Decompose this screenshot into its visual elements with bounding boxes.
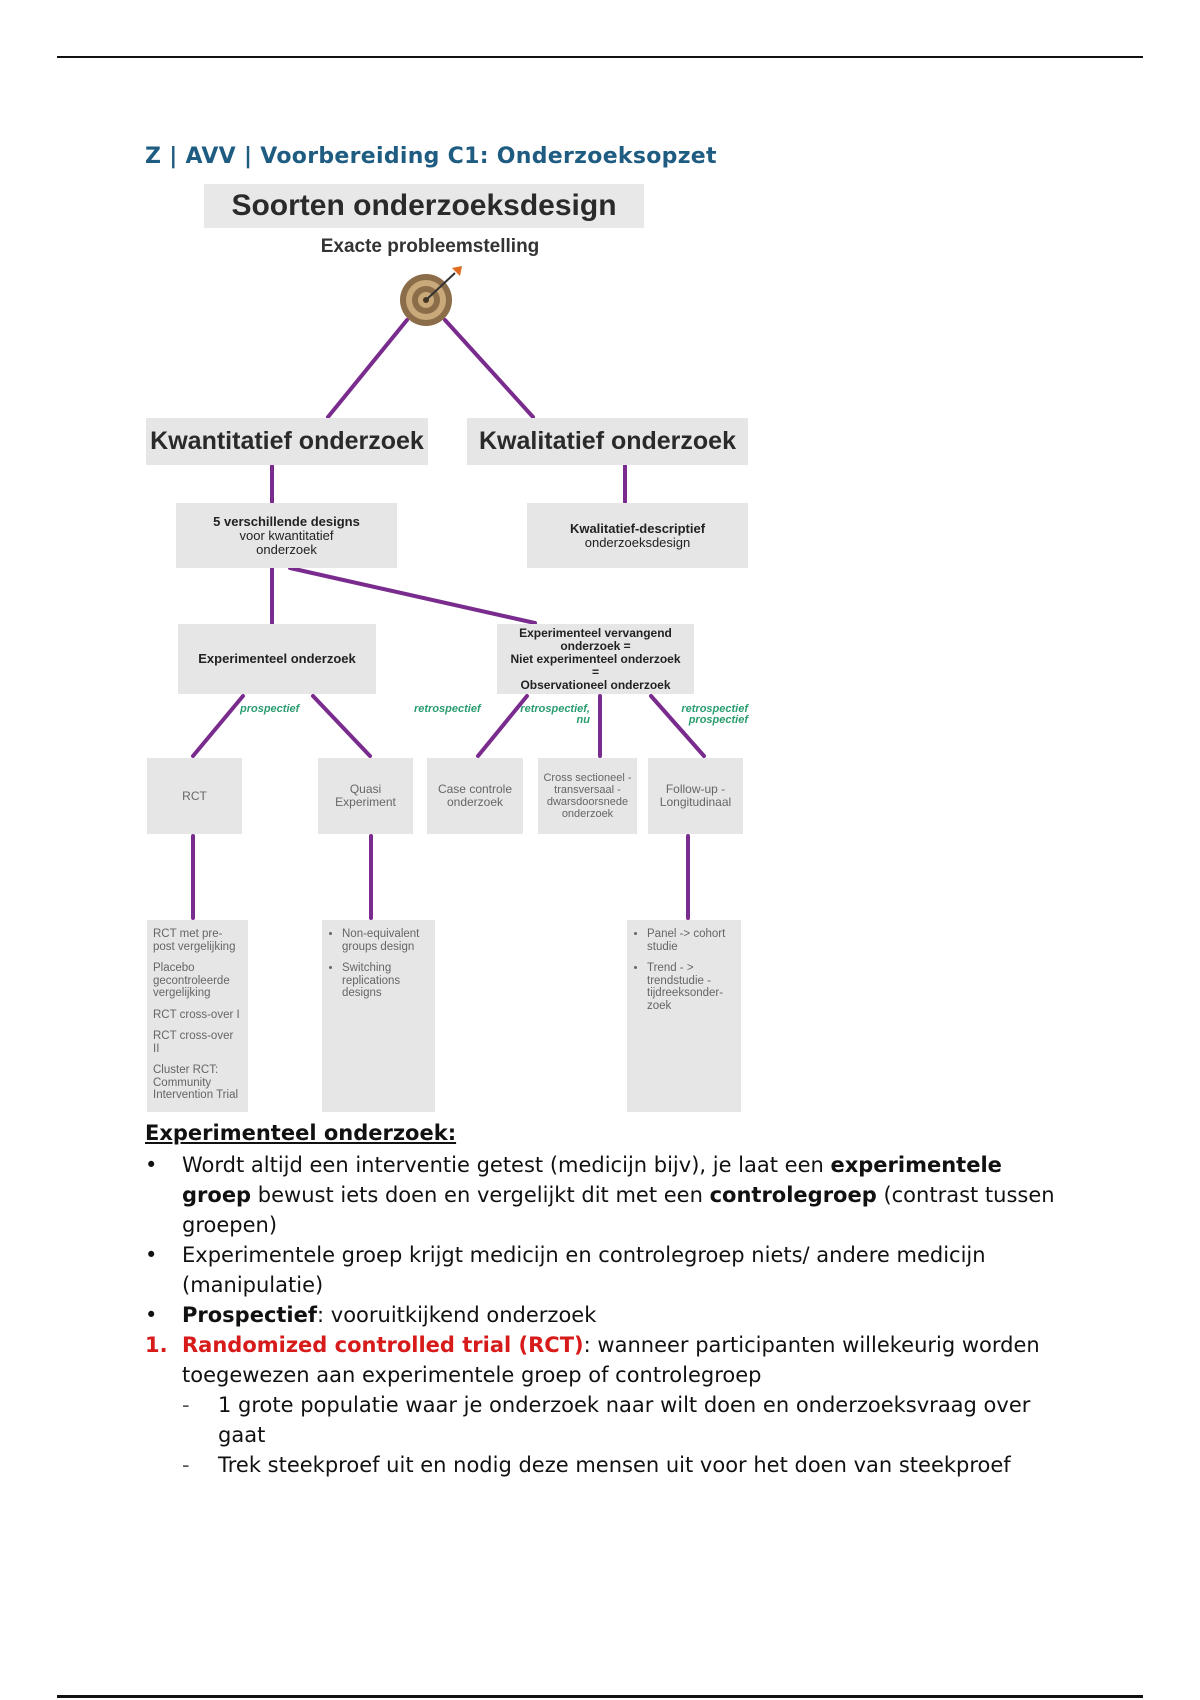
qual-design-rest: onderzoeksdesign xyxy=(584,534,691,550)
d2-text: Trek steekproef uit en nodig deze mensen… xyxy=(218,1453,1011,1477)
tag-retro-pro-1: retrospectief xyxy=(681,703,748,715)
follow-up-variant: Trend - > trendstudie - tijdreeksonder-z… xyxy=(647,962,735,1012)
rct-variant: Cluster RCT: Community Intervention Tria… xyxy=(153,1064,239,1101)
b1-post: (contrast tussen groepen) xyxy=(182,1183,1055,1237)
quasi-variant: Non-equivalent groups design xyxy=(342,928,429,953)
rct-box: RCT xyxy=(147,758,242,834)
d1-text: 1 grote populatie waar je onderzoek naar… xyxy=(218,1393,1031,1447)
tag-retrospectief-prospectief: retrospectief prospectief xyxy=(674,704,748,726)
b2-text: Experimentele groep krijgt medicijn en c… xyxy=(182,1243,986,1297)
qual-design-bold: Kwalitatief-descriptief xyxy=(569,520,706,536)
rct-variant: RCT cross-over I xyxy=(153,1008,240,1021)
section-heading: Experimenteel onderzoek: xyxy=(145,1121,457,1145)
quant-box: Kwantitatief onderzoek xyxy=(146,418,428,465)
dash-mark: - xyxy=(182,1453,190,1477)
number-mark: 1. xyxy=(145,1333,168,1357)
header-rule xyxy=(57,56,1143,58)
tag-retrospectief-nu: retrospectief, nu xyxy=(518,704,590,726)
tag-prospectief: prospectief xyxy=(240,703,300,715)
b1-pre: Wordt altijd een interventie getest (med… xyxy=(182,1153,831,1177)
experimental-label: Experimenteel onderzoek xyxy=(198,651,356,666)
nonexperimental-box: Experimenteel vervangend onderzoek = Nie… xyxy=(497,624,694,694)
diagram-subtitle: Exacte probleemstelling xyxy=(320,236,540,257)
case-control-box: Case controle onderzoek xyxy=(427,758,523,834)
five-designs-box: 5 verschillende designs voor kwantitatie… xyxy=(176,503,397,568)
rct-variants-box: RCT met pre-post vergelijking Placebo ge… xyxy=(147,920,248,1112)
rct-variant: RCT cross-over II xyxy=(153,1030,234,1055)
qual-design-box: Kwalitatief-descriptief onderzoeksdesign xyxy=(527,503,748,568)
body-text: Experimenteel onderzoek: • Wordt altijd … xyxy=(145,1118,1075,1480)
dash-mark: - xyxy=(182,1393,190,1417)
bullet-mark: • xyxy=(145,1153,158,1177)
connector-target-quant xyxy=(326,318,409,419)
quasi-variants-box: Non-equivalent groups design Switching r… xyxy=(322,920,435,1112)
nonexp-line-4: Observationeel onderzoek xyxy=(520,677,671,692)
target-icon xyxy=(400,266,462,326)
rct-variant: Placebo gecontroleerde vergelijking xyxy=(153,962,230,999)
five-designs-rest: voor kwantitatief onderzoek xyxy=(239,527,334,557)
bullet-item: • Wordt altijd een interventie getest (m… xyxy=(145,1150,1075,1240)
bullet-mark: • xyxy=(145,1303,158,1327)
follow-up-variant-list: Panel -> cohort studie Trend - > trendst… xyxy=(633,928,735,1021)
follow-up-variant: Panel -> cohort studie xyxy=(647,928,735,953)
bullet-item: • Prospectief: vooruitkijkend onderzoek xyxy=(145,1300,1075,1330)
quasi-variant: Switching replications designs xyxy=(342,962,429,1000)
five-designs-bold: 5 verschillende designs xyxy=(213,513,360,529)
b1-bold-2: controlegroep xyxy=(709,1183,877,1207)
rct-term: Randomized controlled trial (RCT) xyxy=(182,1333,584,1357)
bullet-item: • Experimentele groep krijgt medicijn en… xyxy=(145,1240,1075,1300)
connector-exp-quasi xyxy=(311,694,372,758)
document-title: Z | AVV | Voorbereiding C1: Onderzoeksop… xyxy=(145,144,717,169)
b1-mid: bewust iets doen en vergelijkt dit met e… xyxy=(251,1183,710,1207)
cross-sectional-box: Cross sectioneel - transversaal - dwarsd… xyxy=(538,758,637,834)
research-design-diagram: Soorten onderzoeksdesign Exacte probleem… xyxy=(0,0,1200,1130)
quasi-variant-list: Non-equivalent groups design Switching r… xyxy=(328,928,429,1009)
rct-variant: RCT met pre-post vergelijking xyxy=(153,928,236,953)
numbered-item: 1. Randomized controlled trial (RCT): wa… xyxy=(145,1330,1075,1390)
b3-bold: Prospectief xyxy=(182,1303,318,1327)
diagram-connectors xyxy=(191,266,706,920)
connector-nonexp-case xyxy=(476,694,529,758)
tag-retro-pro-2: prospectief xyxy=(688,714,748,726)
bullet-mark: • xyxy=(145,1243,158,1267)
nonexp-line-2: Niet experimenteel onderzoek xyxy=(510,651,681,666)
connector-target-qual xyxy=(443,318,535,419)
experimental-box: Experimenteel onderzoek xyxy=(178,624,376,694)
connector-nonexp-follow xyxy=(649,694,706,758)
tag-retro-nu-1: retrospectief, xyxy=(520,703,590,715)
tag-retrospectief: retrospectief xyxy=(414,703,481,715)
nonexp-line-1: Experimenteel vervangend onderzoek = xyxy=(519,625,672,653)
b1-bold-1: experimentele groep xyxy=(182,1153,1002,1207)
quasi-box: Quasi Experiment xyxy=(318,758,413,834)
b3-rest: : vooruitkijkend onderzoek xyxy=(317,1303,597,1327)
dash-item: - 1 grote populatie waar je onderzoek na… xyxy=(145,1390,1075,1450)
connector-designs-nonexp xyxy=(288,566,537,625)
tag-retro-nu-2: nu xyxy=(576,714,590,726)
footer-rule xyxy=(57,1695,1143,1698)
nonexp-line-3: = xyxy=(591,664,599,679)
diagram-title: Soorten onderzoeksdesign xyxy=(204,184,644,228)
connector-exp-rct xyxy=(191,694,245,758)
follow-up-box: Follow-up - Longitudinaal xyxy=(648,758,743,834)
follow-up-variants-box: Panel -> cohort studie Trend - > trendst… xyxy=(627,920,741,1112)
dash-item: - Trek steekproef uit en nodig deze mens… xyxy=(145,1450,1075,1480)
rct-definition: : wanneer participanten willekeurig word… xyxy=(182,1333,1040,1387)
qual-box: Kwalitatief onderzoek xyxy=(467,418,748,465)
